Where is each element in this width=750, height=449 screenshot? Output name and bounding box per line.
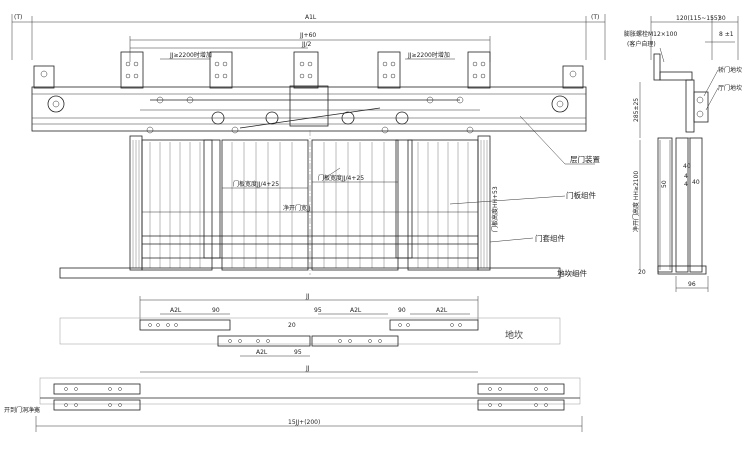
dim-95-1: 95 xyxy=(314,307,322,314)
plan-view: JJ 地坎 A2L 90 20 95 A2L 90 A2L A2L 95 xyxy=(59,293,561,357)
dim-95-2: 95 xyxy=(294,349,302,356)
wall-bracket xyxy=(653,53,661,81)
stack-left-bottom xyxy=(53,399,141,411)
dim-t-left: (T) xyxy=(14,14,22,21)
dim-40b: 40 xyxy=(692,179,700,186)
label-door-frame: 门套组件 xyxy=(535,233,565,243)
dim-90-2: 90 xyxy=(398,307,406,314)
dim-jj2: JJ/2 xyxy=(301,41,312,48)
dim-4a: 4 xyxy=(684,173,688,180)
front-view: (T) A1L (T) JJ+60 JJ/2 JJ≥2200时增加 JJ≥220… xyxy=(11,14,606,279)
label-sill: 地坎组件 xyxy=(557,268,587,278)
dim-clear-width: 净开门宽JJ xyxy=(283,204,311,212)
panel-top-right xyxy=(389,319,479,331)
dim-door-width-left: 门板宽度JJ/4+25 xyxy=(233,180,279,188)
dim-side-width: 120(115~155) xyxy=(676,15,720,22)
dim-jj60: JJ+60 xyxy=(299,32,316,39)
dim-20: 20 xyxy=(638,269,646,276)
door-panels xyxy=(141,130,479,275)
panel-bottom-right xyxy=(311,335,399,347)
dim-rail-right: JJ≥2200时增加 xyxy=(407,51,450,59)
panel-bottom-left xyxy=(217,335,311,347)
dim-clear-height: 净开门高度 HH≥2100 xyxy=(632,171,640,232)
dim-a2l-2: A2L xyxy=(350,307,362,314)
label-car-sill: 轿门地坎 xyxy=(718,66,742,74)
dim-door-width-right: 门板宽度JJ/4+25 xyxy=(318,174,364,182)
dim-plan-jj: JJ xyxy=(305,293,310,300)
dim-bolt-note: (客户自理) xyxy=(627,40,656,48)
side-view: 120(115~155) 30 8 ±1 膨胀螺栓M12×100 (客户自理) … xyxy=(624,15,742,292)
dim-side-8: 8 ±1 xyxy=(719,31,734,38)
dim-a2l-4: A2L xyxy=(256,349,268,356)
label-plan-sill: 地坎 xyxy=(505,329,523,341)
bottom-view: JJ 开到门洞净宽 15JJ+(200) xyxy=(4,365,583,432)
dim-rail-left: JJ≥2200时增加 xyxy=(169,51,212,59)
stack-right-top xyxy=(477,383,565,395)
dim-t-right: (T) xyxy=(591,14,599,21)
dim-door-height: 门板高度HH+53 xyxy=(491,186,499,232)
dim-height-285: 285±25 xyxy=(633,98,640,122)
panel-top-left xyxy=(139,319,231,331)
side-sill xyxy=(657,265,707,275)
dim-20: 20 xyxy=(288,322,296,329)
dim-96: 96 xyxy=(688,281,696,288)
dim-50: 50 xyxy=(661,180,668,188)
dim-a2l-3: A2L xyxy=(436,307,448,314)
dim-bottom-jj: JJ xyxy=(305,365,310,372)
label-door-panel: 门板组件 xyxy=(566,190,596,200)
stack-right-bottom xyxy=(477,399,565,411)
dim-90-1: 90 xyxy=(212,307,220,314)
dim-side-30: 30 xyxy=(718,15,726,22)
header-beam xyxy=(31,85,587,134)
label-landing-door: 层门装置 xyxy=(570,154,600,164)
stack-left-top xyxy=(53,383,141,395)
label-hall-sill: 厅门地坎 xyxy=(718,84,742,92)
sill-front xyxy=(59,267,561,279)
dim-4b: 4 xyxy=(684,181,688,188)
side-frame xyxy=(657,137,673,273)
dim-a2l-1: A2L xyxy=(170,307,182,314)
hanger-brackets xyxy=(33,51,584,89)
label-clear-open: 开到门洞净宽 xyxy=(4,406,40,414)
dim-40a: 40 xyxy=(683,163,691,170)
dim-bolt: 膨胀螺栓M12×100 xyxy=(624,30,677,38)
dim-total: 15JJ+(200) xyxy=(288,419,320,426)
dim-a1l: A1L xyxy=(305,14,317,21)
